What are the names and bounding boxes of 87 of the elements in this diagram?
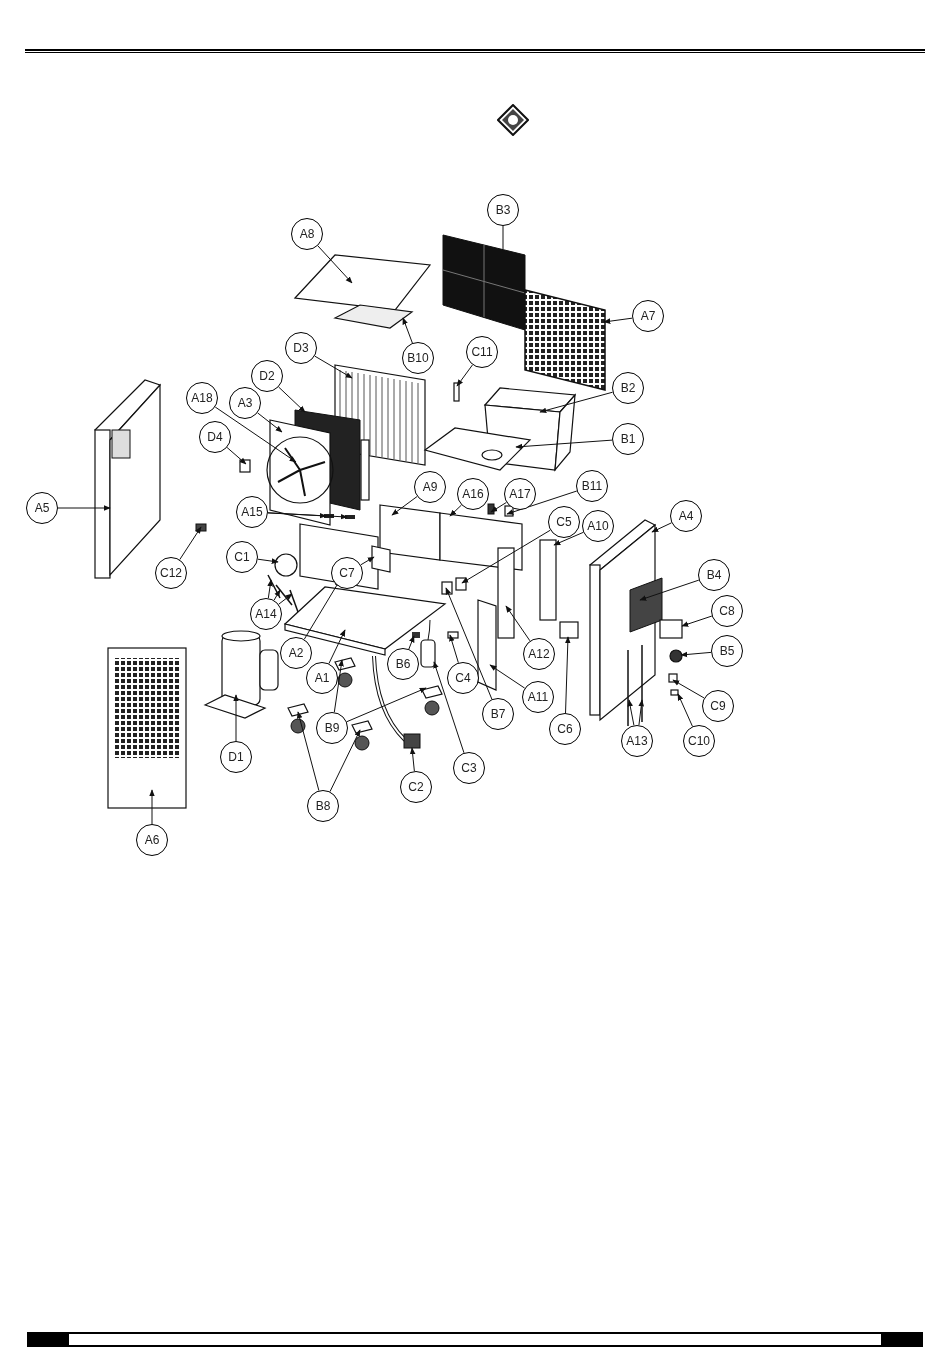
compressor xyxy=(203,630,279,719)
leader-line xyxy=(461,529,551,584)
leader-line xyxy=(257,412,283,433)
leader-line xyxy=(278,593,293,605)
leader-line xyxy=(681,615,713,627)
sensor-probe xyxy=(453,382,460,402)
leader-line xyxy=(603,317,633,324)
leader-line xyxy=(677,693,693,727)
leader-line xyxy=(456,364,473,387)
leader-line xyxy=(402,317,413,344)
leader-line xyxy=(449,504,462,517)
power-cable xyxy=(372,655,421,749)
support-frame xyxy=(439,512,523,571)
caster-wheel xyxy=(334,657,356,688)
caster-wheel xyxy=(351,720,373,751)
leader-line xyxy=(515,439,613,450)
leader-line xyxy=(502,225,504,250)
socket xyxy=(659,619,683,639)
leader-line xyxy=(391,496,418,516)
plug xyxy=(670,689,679,696)
grommet xyxy=(504,505,514,517)
terminal-block xyxy=(559,621,579,639)
fan-frame xyxy=(269,419,370,526)
clip xyxy=(195,523,207,532)
grille-panel xyxy=(524,289,606,391)
handle xyxy=(629,577,663,633)
drip-tray xyxy=(423,427,532,471)
leader-line xyxy=(296,711,320,792)
float-switch xyxy=(239,459,251,473)
partition-panel xyxy=(379,504,441,561)
leader-line xyxy=(490,501,507,513)
leader-line xyxy=(226,447,247,465)
leader-line xyxy=(408,635,415,650)
spacer xyxy=(324,514,334,518)
leader-line xyxy=(273,589,281,601)
caster-wheel xyxy=(287,703,309,734)
capacitor xyxy=(420,619,436,668)
fan-motor xyxy=(274,553,298,577)
switch xyxy=(668,673,678,683)
leader-line xyxy=(639,579,700,601)
wire xyxy=(267,574,281,599)
wire xyxy=(289,589,299,613)
leader-line xyxy=(333,659,344,713)
relay xyxy=(455,577,467,591)
leader-line xyxy=(409,747,416,772)
connector xyxy=(447,631,459,639)
leader-line xyxy=(360,556,375,566)
air-filter xyxy=(442,234,526,331)
leader-line xyxy=(179,526,202,561)
leader-line xyxy=(489,664,526,689)
mounting-plate xyxy=(539,539,557,621)
leader-line xyxy=(627,699,635,726)
leader-line xyxy=(346,687,427,723)
cover-plate xyxy=(477,599,497,691)
grille-panel xyxy=(107,647,187,809)
filter-pad xyxy=(333,304,414,329)
bracket xyxy=(497,547,515,639)
leader-line xyxy=(506,490,578,515)
leader-line xyxy=(233,694,239,742)
leader-line xyxy=(257,558,279,564)
leader-line xyxy=(433,661,465,754)
leader-line xyxy=(651,522,672,533)
leader-line xyxy=(505,605,531,642)
leader-line xyxy=(445,587,493,700)
leader-line xyxy=(449,634,459,664)
leader-line xyxy=(672,679,705,699)
leader-line xyxy=(57,505,111,511)
clip xyxy=(487,503,495,515)
side-panel xyxy=(94,379,162,579)
base-plate xyxy=(283,586,447,656)
leader-line xyxy=(638,699,644,726)
terminal xyxy=(441,581,453,595)
leader-line xyxy=(565,636,571,714)
leader-line xyxy=(278,386,306,413)
leader-line xyxy=(539,391,614,414)
knob xyxy=(669,649,683,663)
caster-wheel xyxy=(421,685,443,716)
top-cover xyxy=(293,254,432,311)
leader-line xyxy=(267,512,348,520)
clamp xyxy=(412,632,420,638)
leader-line xyxy=(149,789,155,825)
spacer xyxy=(345,515,355,519)
leader-line xyxy=(214,406,297,463)
leader-line xyxy=(267,579,273,599)
leader-line xyxy=(680,651,712,658)
wire xyxy=(275,584,293,606)
leader-line xyxy=(314,355,353,379)
